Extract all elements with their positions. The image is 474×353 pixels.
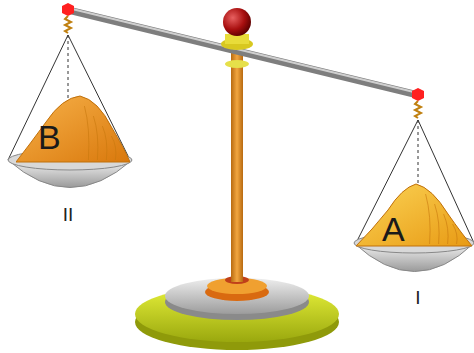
powder-pile: A [356,180,472,248]
pan-number: II [63,205,74,224]
pile-letter: B [38,120,61,154]
pile-letter: A [382,212,405,246]
powder-pile: B [16,92,130,164]
pile-shape [356,180,472,248]
pile-shape [16,92,130,164]
pan-number: I [415,288,420,307]
